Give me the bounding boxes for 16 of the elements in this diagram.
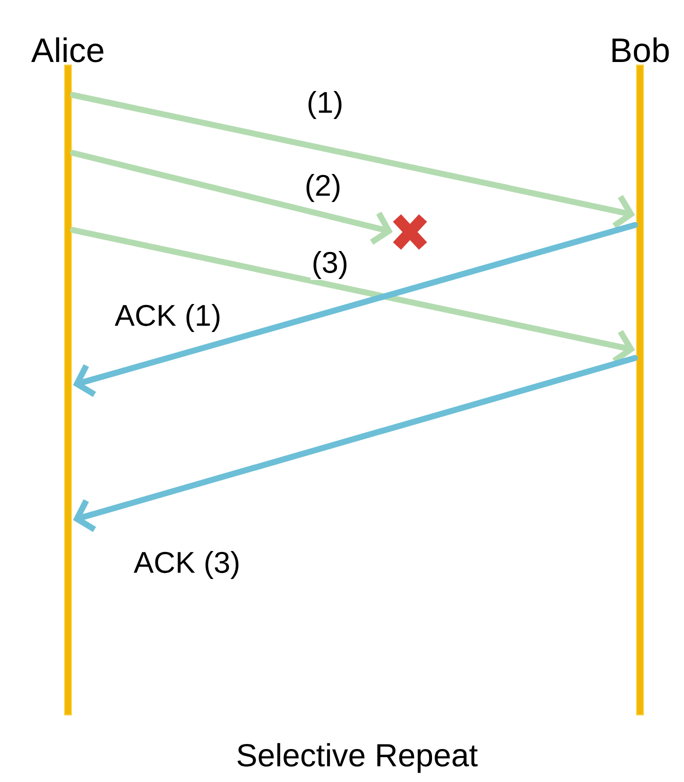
edge-label: ACK (1)	[114, 303, 222, 333]
arrow	[70, 92, 635, 228]
lifeline: Alice	[31, 37, 104, 716]
cross-mark	[392, 212, 428, 252]
arrow	[73, 222, 638, 398]
edge-label: (3)	[310, 250, 350, 280]
edge-label: (1)	[306, 90, 344, 120]
node-label: Alice	[31, 37, 104, 62]
edge-label: ACK (3)	[132, 550, 242, 580]
lifeline: Bob	[612, 37, 669, 716]
node-label: Bob	[612, 37, 669, 62]
edge-label: (2)	[304, 173, 342, 203]
arrow	[70, 150, 393, 245]
caption: Selective Repeat	[238, 743, 478, 773]
arrow	[73, 355, 638, 532]
arrow	[70, 227, 635, 364]
